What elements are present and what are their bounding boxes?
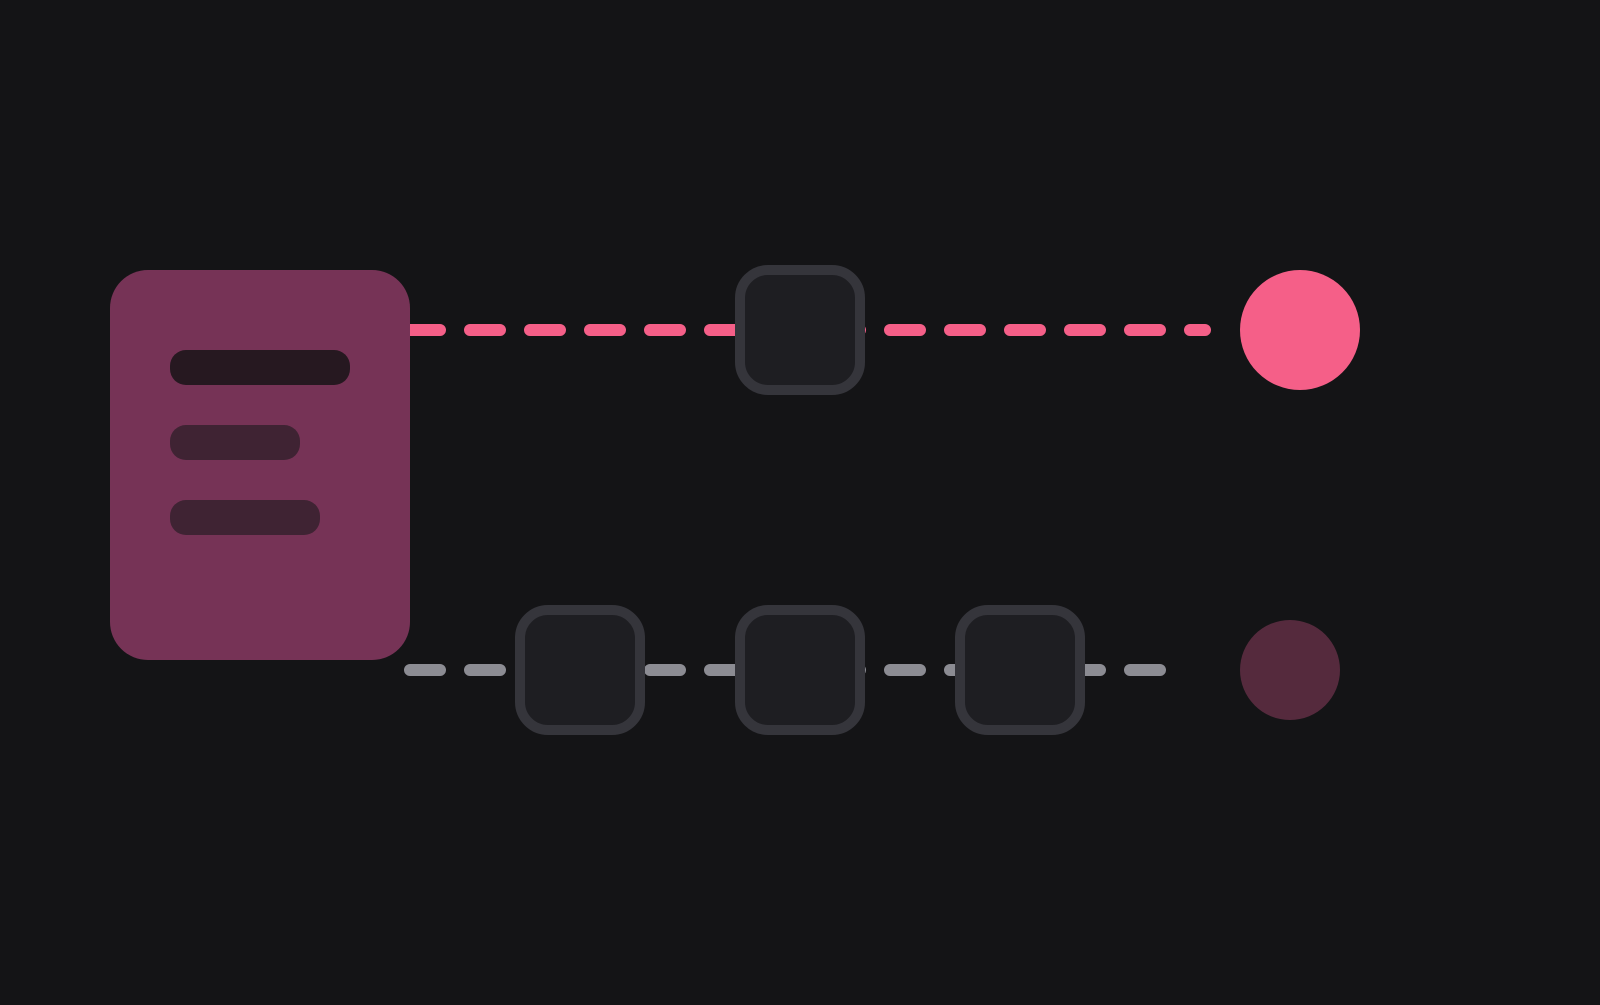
active-path-node[interactable] <box>735 265 865 395</box>
document-text-line <box>170 425 300 460</box>
inactive-path-node-3[interactable] <box>955 605 1085 735</box>
document-icon <box>110 270 410 660</box>
inactive-path-node-2[interactable] <box>735 605 865 735</box>
document-text-line <box>170 500 320 535</box>
inactive-path-node-1[interactable] <box>515 605 645 735</box>
document-card <box>110 270 410 660</box>
inactive-endpoint[interactable] <box>1240 620 1340 720</box>
document-text-line <box>170 350 350 385</box>
active-endpoint[interactable] <box>1240 270 1360 390</box>
